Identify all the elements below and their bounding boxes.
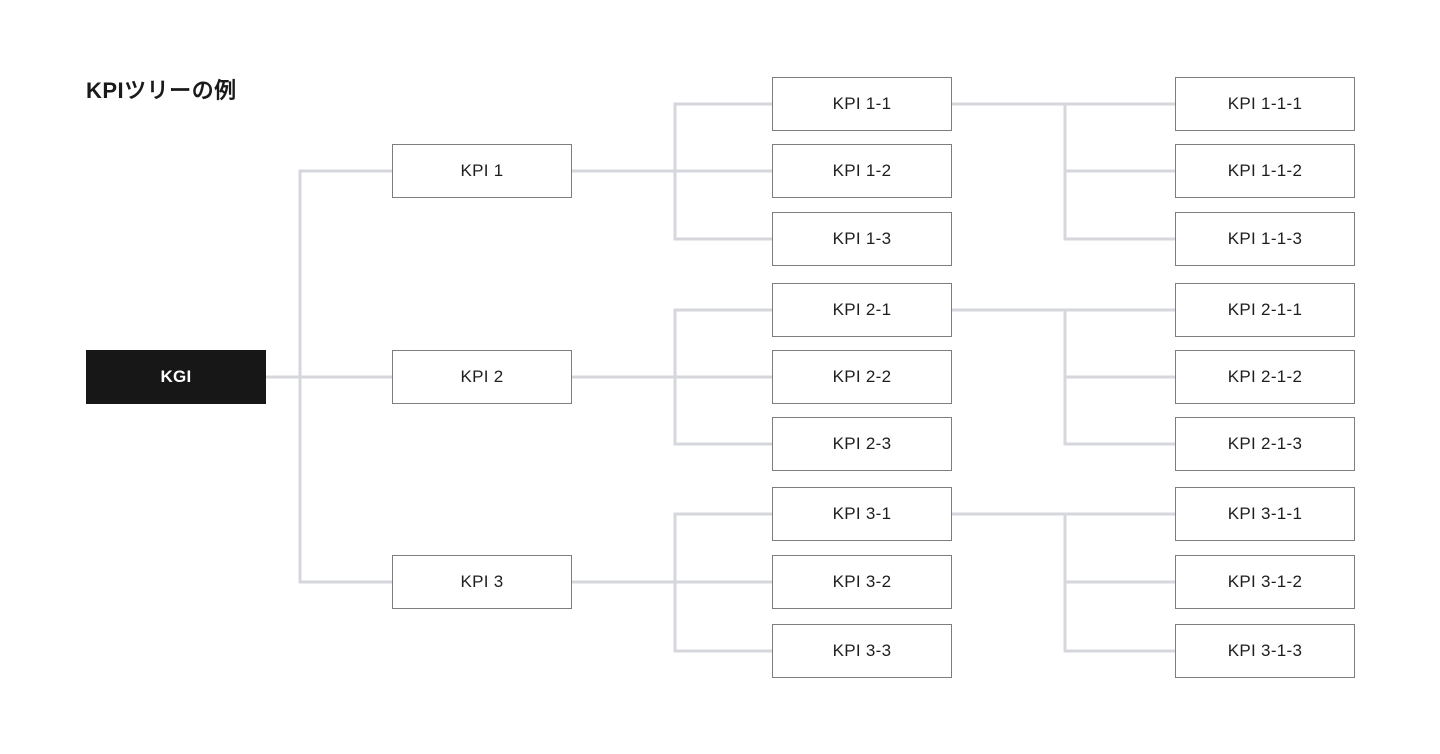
node-kpi-1-1-2: KPI 1-1-2: [1175, 144, 1355, 198]
node-kpi-2-1-3: KPI 2-1-3: [1175, 417, 1355, 471]
node-kpi-3-1-1: KPI 3-1-1: [1175, 487, 1355, 541]
node-kgi: KGI: [86, 350, 266, 404]
node-kpi-3-1-3: KPI 3-1-3: [1175, 624, 1355, 678]
node-kpi-3-2: KPI 3-2: [772, 555, 952, 609]
node-kpi-3: KPI 3: [392, 555, 572, 609]
diagram-title: KPIツリーの例: [86, 78, 237, 103]
node-kpi-2-1-2: KPI 2-1-2: [1175, 350, 1355, 404]
node-kpi-2-3: KPI 2-3: [772, 417, 952, 471]
node-kpi-2-2: KPI 2-2: [772, 350, 952, 404]
node-kpi-1-3: KPI 1-3: [772, 212, 952, 266]
node-kpi-3-3: KPI 3-3: [772, 624, 952, 678]
node-kpi-1-1-3: KPI 1-1-3: [1175, 212, 1355, 266]
node-kpi-2: KPI 2: [392, 350, 572, 404]
node-kpi-1-1: KPI 1-1: [772, 77, 952, 131]
node-kpi-1-2: KPI 1-2: [772, 144, 952, 198]
node-kpi-3-1: KPI 3-1: [772, 487, 952, 541]
node-kpi-2-1: KPI 2-1: [772, 283, 952, 337]
node-kpi-1: KPI 1: [392, 144, 572, 198]
node-kpi-3-1-2: KPI 3-1-2: [1175, 555, 1355, 609]
node-kpi-2-1-1: KPI 2-1-1: [1175, 283, 1355, 337]
node-kpi-1-1-1: KPI 1-1-1: [1175, 77, 1355, 131]
